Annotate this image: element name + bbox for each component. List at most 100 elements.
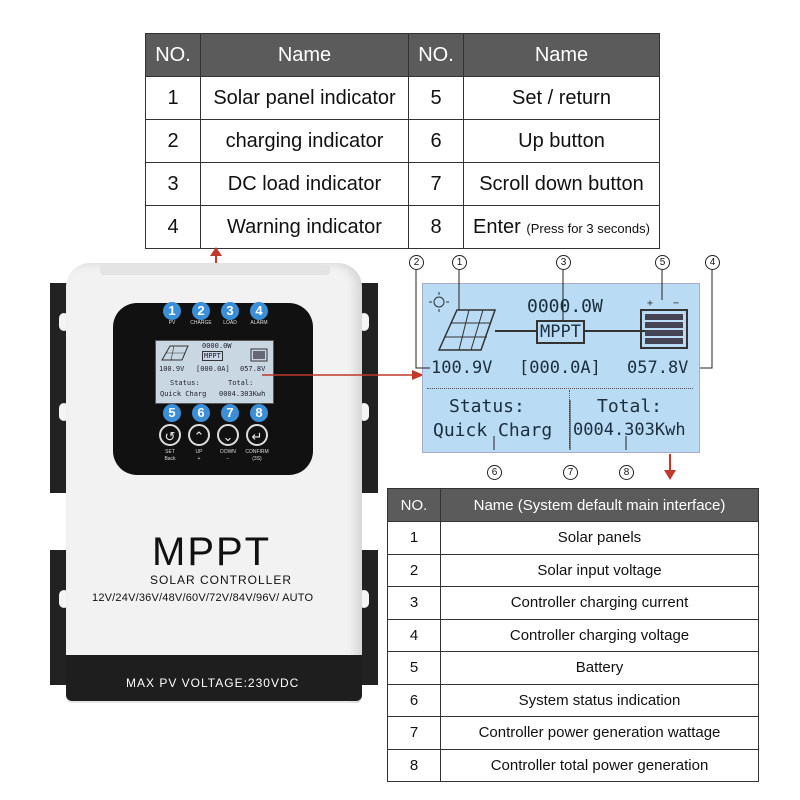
lcd-status-value: Quick Charg — [433, 420, 553, 441]
confirm-button-sub: (3S) — [252, 456, 262, 462]
row-name: Scroll down button — [463, 162, 660, 206]
up-button[interactable]: ⌃ — [188, 424, 210, 446]
callout-2: 2 — [409, 255, 424, 270]
header-no: NO. — [408, 33, 464, 77]
mini-status-value: Quick Charg — [160, 390, 207, 398]
mini-status-label: Status: — [170, 379, 200, 387]
header-name: Name — [463, 33, 660, 77]
solar-panel-icon — [429, 292, 497, 351]
down-button-sub: − — [226, 456, 230, 462]
lcd-closeup: 0000.0W MPPT +− 100.9V [000.0A] 057.8V S… — [422, 283, 700, 453]
row-name: Controller charging current — [440, 586, 759, 620]
row-name: charging indicator — [200, 119, 409, 163]
row-number: 6 — [387, 683, 441, 717]
lcd-pv-voltage: 100.9V — [431, 358, 493, 378]
set-button-label: SET — [165, 449, 175, 455]
right-arrow-icon — [262, 370, 424, 380]
mini-total-label: Total: — [228, 379, 254, 387]
lcd-total-value: 0004.303Kwh — [573, 420, 686, 440]
row-name: Up button — [463, 119, 660, 163]
table-header-row: NO. Name NO. Name — [145, 33, 660, 77]
row-number: 7 — [387, 716, 441, 750]
device-lcd-screen: 0000.0W MPPT 100.9V [000.0A] 057.8V Stat… — [155, 340, 274, 404]
row-name: Set / return — [463, 76, 660, 120]
mini-total-value: 0004.303Kwh — [219, 390, 266, 398]
row-name: Controller charging voltage — [440, 618, 759, 652]
row-number: 4 — [145, 205, 201, 249]
row-name: DC load indicator — [200, 162, 409, 206]
row-number: 3 — [145, 162, 201, 206]
callout-7: 7 — [563, 465, 578, 480]
svg-text:−: − — [673, 298, 679, 309]
pv-indicator: 1 — [163, 302, 181, 320]
set-button[interactable]: ↺ — [159, 424, 181, 446]
row-number: 5 — [408, 76, 464, 120]
row-number: 8 — [387, 748, 441, 782]
header-no: NO. — [145, 33, 201, 77]
header-no: NO. — [387, 488, 441, 522]
battery-icon — [250, 348, 268, 362]
max-pv-voltage: MAX PV VOLTAGE:230VDC — [126, 676, 300, 690]
charge-label: CHARGE — [190, 320, 212, 326]
bottom-band — [66, 655, 362, 701]
mini-power: 0000.0W — [202, 342, 232, 350]
confirm-button[interactable]: ↵ — [246, 424, 268, 446]
set-button-sub: Back — [164, 456, 176, 462]
confirm-button-label: CONFIRM — [245, 449, 269, 455]
top-ridge — [100, 265, 330, 275]
product-title: MPPT — [152, 530, 272, 574]
row-number: 4 — [387, 618, 441, 652]
row-number: 8 — [408, 205, 464, 249]
charge-indicator: 2 — [192, 302, 210, 320]
row-name: Controller total power generation — [440, 748, 759, 782]
lcd-power: 0000.0W — [527, 296, 603, 317]
row-number: 7 — [408, 162, 464, 206]
confirm-button-number: 8 — [250, 404, 268, 422]
row-name: Enter (Press for 3 seconds) — [463, 205, 660, 249]
lcd-legend-table: NO. Name (System default main interface)… — [387, 488, 759, 782]
up-button-label: UP — [195, 449, 203, 455]
mini-pv-voltage: 100.9V — [159, 365, 185, 373]
pv-label: PV — [168, 320, 176, 326]
callout-lines — [415, 270, 713, 450]
row-name: System status indication — [440, 683, 759, 717]
row-name: Battery — [440, 651, 759, 685]
row-name: Solar panels — [440, 521, 759, 555]
header-name: Name (System default main interface) — [440, 488, 759, 522]
lcd-divider — [427, 388, 693, 389]
mini-current: [000.0A] — [196, 365, 230, 373]
lcd-status-label: Status: — [449, 396, 525, 417]
load-label: LOAD — [223, 320, 237, 326]
row-number: 3 — [387, 586, 441, 620]
button-legend-table: NO. Name NO. Name 1 Solar panel indicato… — [145, 33, 660, 249]
svg-text:+: + — [647, 298, 653, 309]
row-number: 2 — [145, 119, 201, 163]
table-row: 4 Warning indicator 8 Enter (Press for 3… — [145, 205, 660, 249]
mini-battery-voltage: 057.8V — [240, 365, 266, 373]
up-button-number: 6 — [192, 404, 210, 422]
down-button[interactable]: ⌄ — [217, 424, 239, 446]
lcd-current: [000.0A] — [519, 358, 601, 378]
row-number: 5 — [387, 651, 441, 685]
row-number: 2 — [387, 553, 441, 587]
row-name: Solar panel indicator — [200, 76, 409, 120]
mini-mppt: MPPT — [202, 351, 223, 361]
row-name: Solar input voltage — [440, 553, 759, 587]
table-row: 3 DC load indicator 7 Scroll down button — [145, 162, 660, 206]
table-row: 1 Solar panel indicator 5 Set / return — [145, 76, 660, 120]
callout-1: 1 — [452, 255, 467, 270]
row-name: Controller power generation wattage — [440, 716, 759, 750]
row-name: Warning indicator — [200, 205, 409, 249]
lcd-mppt: MPPT — [536, 320, 585, 344]
down-button-label: DOWN — [220, 449, 236, 455]
alarm-label: ALARM — [250, 320, 268, 326]
battery-icon: +− — [640, 298, 688, 349]
